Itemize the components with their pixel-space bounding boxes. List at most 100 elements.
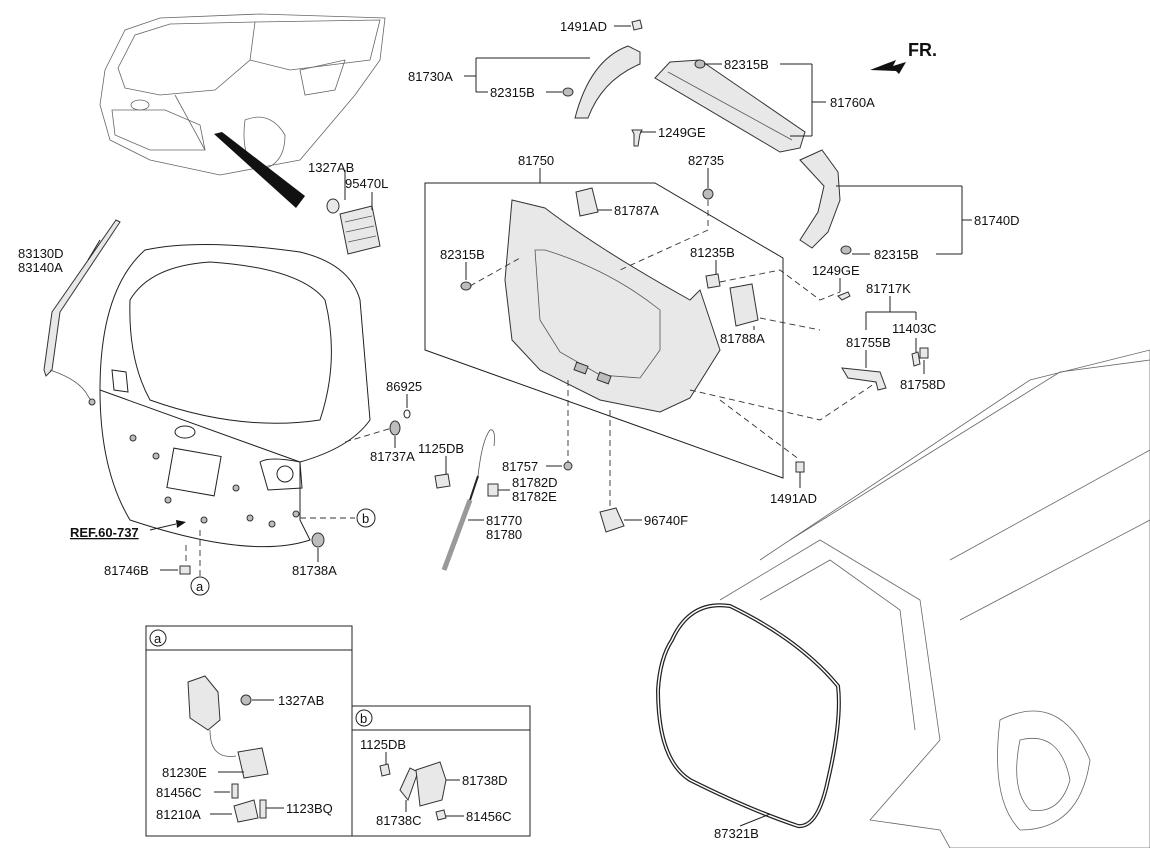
cover-81788a xyxy=(729,283,759,327)
actuator-81230e xyxy=(187,675,221,731)
label-95470l: 95470L xyxy=(345,176,388,191)
part-81235b xyxy=(705,273,721,289)
handle-81755b xyxy=(841,367,887,391)
label-81780: 81780 xyxy=(486,527,522,542)
callout-labels: 1491AD 81730A 82315B 82315B 81760A 1249G… xyxy=(18,19,1020,841)
lower-small-parts xyxy=(563,461,805,533)
gas-strut-81770 xyxy=(434,429,499,571)
screw-1249ge-a xyxy=(631,129,643,147)
detail-b-marker: b xyxy=(360,711,367,726)
detail-a-label-81456c: 81456C xyxy=(156,785,202,800)
label-1491ad-top: 1491AD xyxy=(560,19,607,34)
front-direction-indicator: FR. xyxy=(870,40,937,74)
label-81782d: 81782D xyxy=(512,475,558,490)
label-86925: 86925 xyxy=(386,379,422,394)
bumper-81738a xyxy=(311,532,325,548)
label-81740d: 81740D xyxy=(974,213,1020,228)
detail-b-label-1125db: 1125DB xyxy=(360,737,406,752)
handle-81717k-group xyxy=(837,291,929,391)
label-83130d: 83130D xyxy=(18,246,64,261)
screw-1249ge-b xyxy=(837,291,851,301)
detail-a-label-1327ab: 1327AB xyxy=(278,693,324,708)
clip-1491ad-top xyxy=(631,19,643,31)
direction-label: FR. xyxy=(908,40,937,60)
weatherstrip-87321b xyxy=(655,603,841,829)
label-81717k: 81717K xyxy=(866,281,911,296)
part-81746b xyxy=(179,565,191,575)
label-83140a: 83140A xyxy=(18,260,63,275)
marker-b-label: b xyxy=(362,511,369,526)
inner-panel-81750 xyxy=(504,199,721,413)
label-96740f: 96740F xyxy=(644,513,688,528)
label-82315b-d: 82315B xyxy=(440,247,485,262)
trim-81740d xyxy=(799,149,841,249)
label-81758d: 81758D xyxy=(900,377,946,392)
bumper-81738c xyxy=(399,767,419,802)
detail-box-a: a 1327AB 81230E 81456C 81210A 1123BQ xyxy=(145,625,353,837)
marker-a-label: a xyxy=(196,579,204,594)
marker-b-circle xyxy=(356,508,376,528)
label-87321b: 87321B xyxy=(714,826,759,841)
trim-81730a xyxy=(574,45,641,119)
module-95470l xyxy=(326,198,381,255)
label-81755b: 81755B xyxy=(846,335,891,350)
label-81746b: 81746B xyxy=(104,563,149,578)
label-81788a: 81788A xyxy=(720,331,765,346)
detail-box-b: b 1125DB 81738D 81738C 81456C xyxy=(351,705,531,837)
clip-1491ad-bottom xyxy=(795,461,805,473)
label-82735: 82735 xyxy=(688,153,724,168)
marker-a-circle xyxy=(190,576,210,596)
label-81235b: 81235B xyxy=(690,245,735,260)
grommet-1327ab xyxy=(240,694,252,706)
label-1249ge-a: 1249GE xyxy=(658,125,706,140)
label-81737a: 81737A xyxy=(370,449,415,464)
ref-label: REF.60-737 xyxy=(70,525,139,540)
bumper-81737a xyxy=(389,420,401,436)
detail-b-label-81456c: 81456C xyxy=(466,809,512,824)
label-81750: 81750 xyxy=(518,153,554,168)
sensor-96740f xyxy=(599,507,625,533)
grommet-86925 xyxy=(403,409,411,419)
vehicle-rear-open-illustration xyxy=(655,349,1150,848)
detail-a-label-81210a: 81210A xyxy=(156,807,201,822)
clip-82315b-c xyxy=(840,245,852,255)
label-81730a: 81730A xyxy=(408,69,453,84)
label-1491ad-bottom: 1491AD xyxy=(770,491,817,506)
label-1327ab: 1327AB xyxy=(308,160,354,175)
label-82315b-b: 82315B xyxy=(724,57,769,72)
label-81738a: 81738A xyxy=(292,563,337,578)
label-81760a: 81760A xyxy=(830,95,875,110)
clip-82315b-b xyxy=(694,59,706,69)
clip-82315b-a xyxy=(562,87,574,97)
detail-b-label-81738d: 81738D xyxy=(462,773,508,788)
bracket-81782d xyxy=(487,483,499,497)
location-pointer xyxy=(214,132,305,208)
label-11403c: 11403C xyxy=(892,321,937,336)
inner-panel-81750-group xyxy=(424,182,881,508)
leader-lines xyxy=(87,25,972,827)
clip-82315b-d xyxy=(460,281,472,291)
wiring-83130d xyxy=(43,219,121,406)
label-81782e: 81782E xyxy=(512,489,557,504)
label-1125db: 1125DB xyxy=(418,441,464,456)
tailgate-outer xyxy=(99,243,411,580)
label-81787a: 81787A xyxy=(614,203,659,218)
vehicle-rear-illustration xyxy=(99,13,386,208)
clip-82735 xyxy=(702,188,714,200)
label-82315b-a: 82315B xyxy=(490,85,535,100)
clip-81757 xyxy=(563,461,573,471)
parts-upper xyxy=(562,19,852,255)
detail-a-marker: a xyxy=(154,631,162,646)
label-81757: 81757 xyxy=(502,459,538,474)
cover-81787a xyxy=(575,187,599,217)
bolt-11403c xyxy=(911,351,921,367)
screw-1125db xyxy=(434,473,451,489)
detail-a-label-81230e: 81230E xyxy=(162,765,207,780)
latch-81210a xyxy=(237,747,269,779)
label-81770: 81770 xyxy=(486,513,522,528)
bumper-81738d xyxy=(415,761,447,807)
label-1249ge-b: 1249GE xyxy=(812,263,860,278)
label-82315b-c: 82315B xyxy=(874,247,919,262)
cap-81758d xyxy=(919,347,929,359)
